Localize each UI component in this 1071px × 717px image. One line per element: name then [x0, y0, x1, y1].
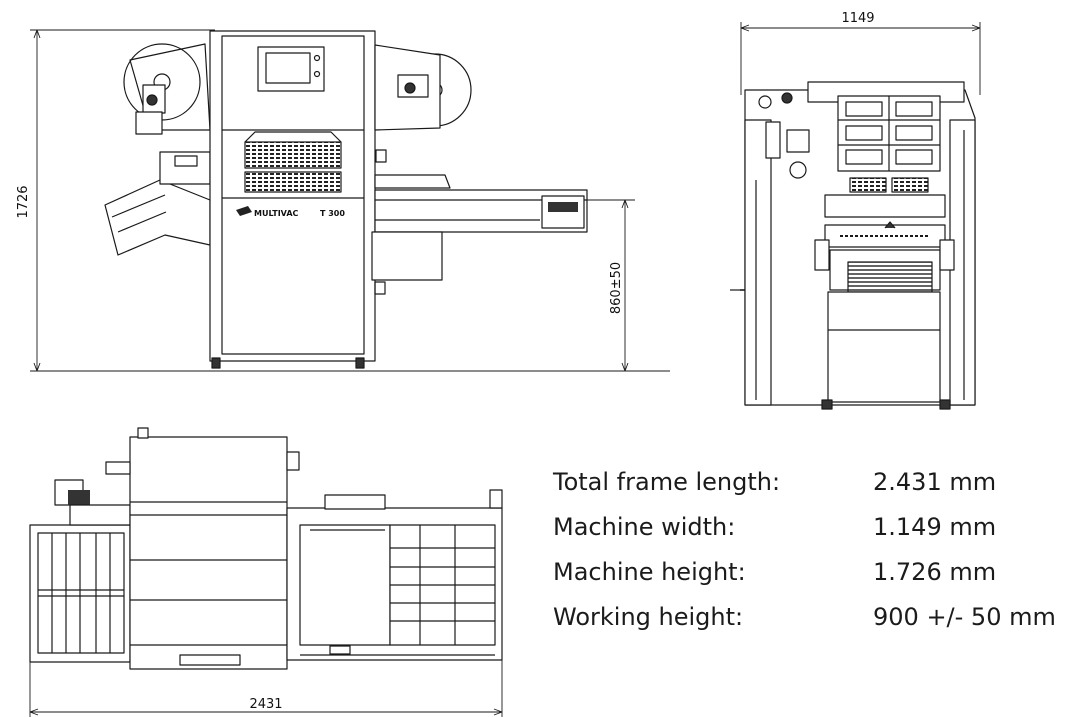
vent-grille-upper	[244, 141, 342, 169]
outfeed-conveyor	[371, 174, 588, 295]
spec-row-machine-height: Machine height: 1.726 mm	[553, 552, 1063, 597]
spec-value: 2.431 mm	[873, 468, 997, 496]
dimension-working-height	[587, 199, 635, 372]
dimension-length-2431	[29, 660, 503, 717]
infeed-chute	[104, 151, 211, 256]
spec-value: 1.149 mm	[873, 513, 997, 541]
front-view: 1149	[730, 11, 981, 410]
side-main-cabinet	[209, 30, 376, 369]
spec-value: 900 +/- 50 mm	[873, 603, 1056, 631]
spec-row-frame-length: Total frame length: 2.431 mm	[553, 462, 1063, 507]
dimension-label-1149: 1149	[841, 11, 874, 26]
dimension-label-2431: 2431	[249, 697, 282, 712]
spec-label: Machine width:	[553, 513, 736, 541]
svg-text:T 300: T 300	[320, 209, 345, 218]
vent-grille-lower	[244, 171, 342, 193]
spec-row-machine-width: Machine width: 1.149 mm	[553, 507, 1063, 552]
dimension-width-1149	[740, 22, 981, 95]
spec-label: Machine height:	[553, 558, 746, 586]
top-view: 2431	[29, 427, 503, 717]
left-film-reel	[123, 43, 211, 135]
spec-label: Working height:	[553, 603, 744, 631]
side-view: 1726	[16, 29, 670, 372]
spec-value: 1.726 mm	[873, 558, 997, 586]
svg-text:MULTIVAC: MULTIVAC	[254, 209, 299, 218]
dimension-label-working-height: 860±50	[609, 262, 624, 314]
right-film-reel	[374, 44, 472, 163]
spec-row-working-height: Working height: 900 +/- 50 mm	[553, 597, 1063, 642]
spec-table: Total frame length: 2.431 mm Machine wid…	[553, 462, 1063, 642]
front-lower-grille	[847, 261, 933, 293]
machine-logo: MULTIVAC T 300	[236, 206, 345, 218]
spec-label: Total frame length:	[553, 468, 781, 496]
dimension-label-1726: 1726	[16, 185, 31, 218]
